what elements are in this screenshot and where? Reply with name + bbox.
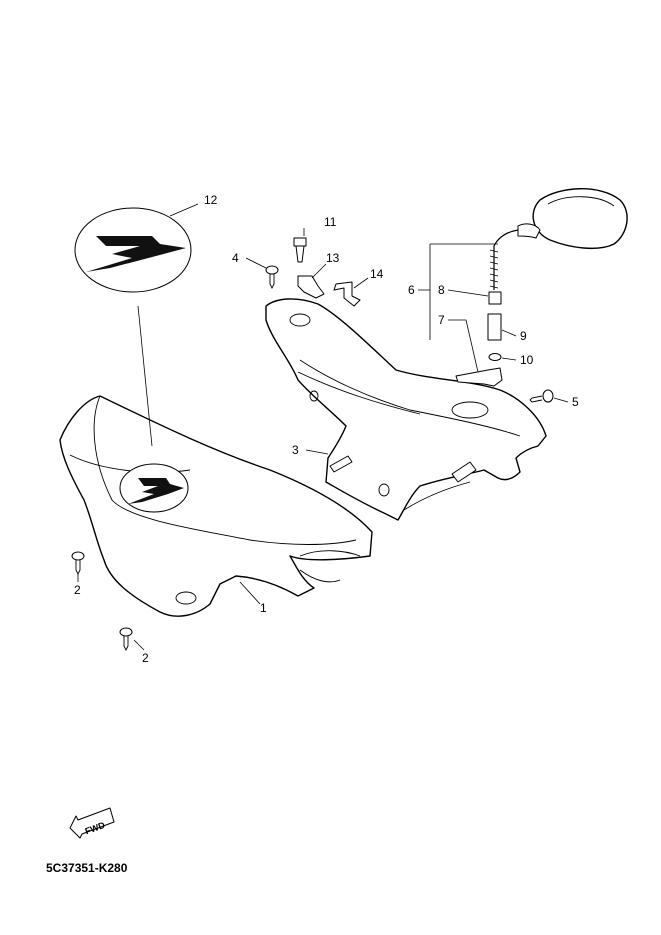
callout-2a: 2: [74, 583, 81, 597]
callout-4: 4: [232, 251, 239, 265]
drawing-code: 5C37351-K280: [46, 861, 128, 875]
callout-10: 10: [520, 353, 534, 367]
callout-2b: 2: [142, 651, 149, 665]
screw-2b: [119, 627, 133, 652]
callout-5: 5: [572, 395, 579, 409]
fwd-arrow-icon: FWD: [69, 807, 115, 839]
screw-4: [265, 265, 279, 290]
leader-lines: [77, 203, 569, 651]
clip-13: [297, 275, 325, 299]
front-handlebar-cover: [59, 395, 373, 617]
spacer-9: [487, 313, 502, 341]
screw-2a: [71, 551, 85, 576]
callout-1: 1: [260, 601, 267, 615]
mirror-assembly: [489, 188, 628, 290]
washer-10: [488, 353, 502, 361]
callout-12: 12: [204, 193, 218, 207]
bracket-14: [333, 281, 361, 307]
callout-11: 11: [324, 215, 337, 229]
screw-5: [529, 389, 554, 403]
rear-handlebar-cover: [265, 298, 547, 521]
callout-14: 14: [370, 267, 384, 281]
rivet-11: [293, 237, 307, 263]
callout-6: 6: [408, 283, 415, 297]
callout-8: 8: [438, 283, 445, 297]
mirror-bracket-7: [455, 367, 503, 387]
cover-logo-icon: [128, 478, 184, 504]
callout-7: 7: [438, 313, 445, 327]
callout-3: 3: [292, 443, 299, 457]
emblem-decal: [74, 207, 192, 293]
brand-logo-icon: [86, 236, 186, 272]
callouts: 12 1 2 2 3 4 5 6 7 8 9 10 11 13 14: [74, 193, 579, 665]
callout-13: 13: [326, 251, 340, 265]
callout-9: 9: [520, 329, 527, 343]
nut-8: [488, 291, 502, 305]
